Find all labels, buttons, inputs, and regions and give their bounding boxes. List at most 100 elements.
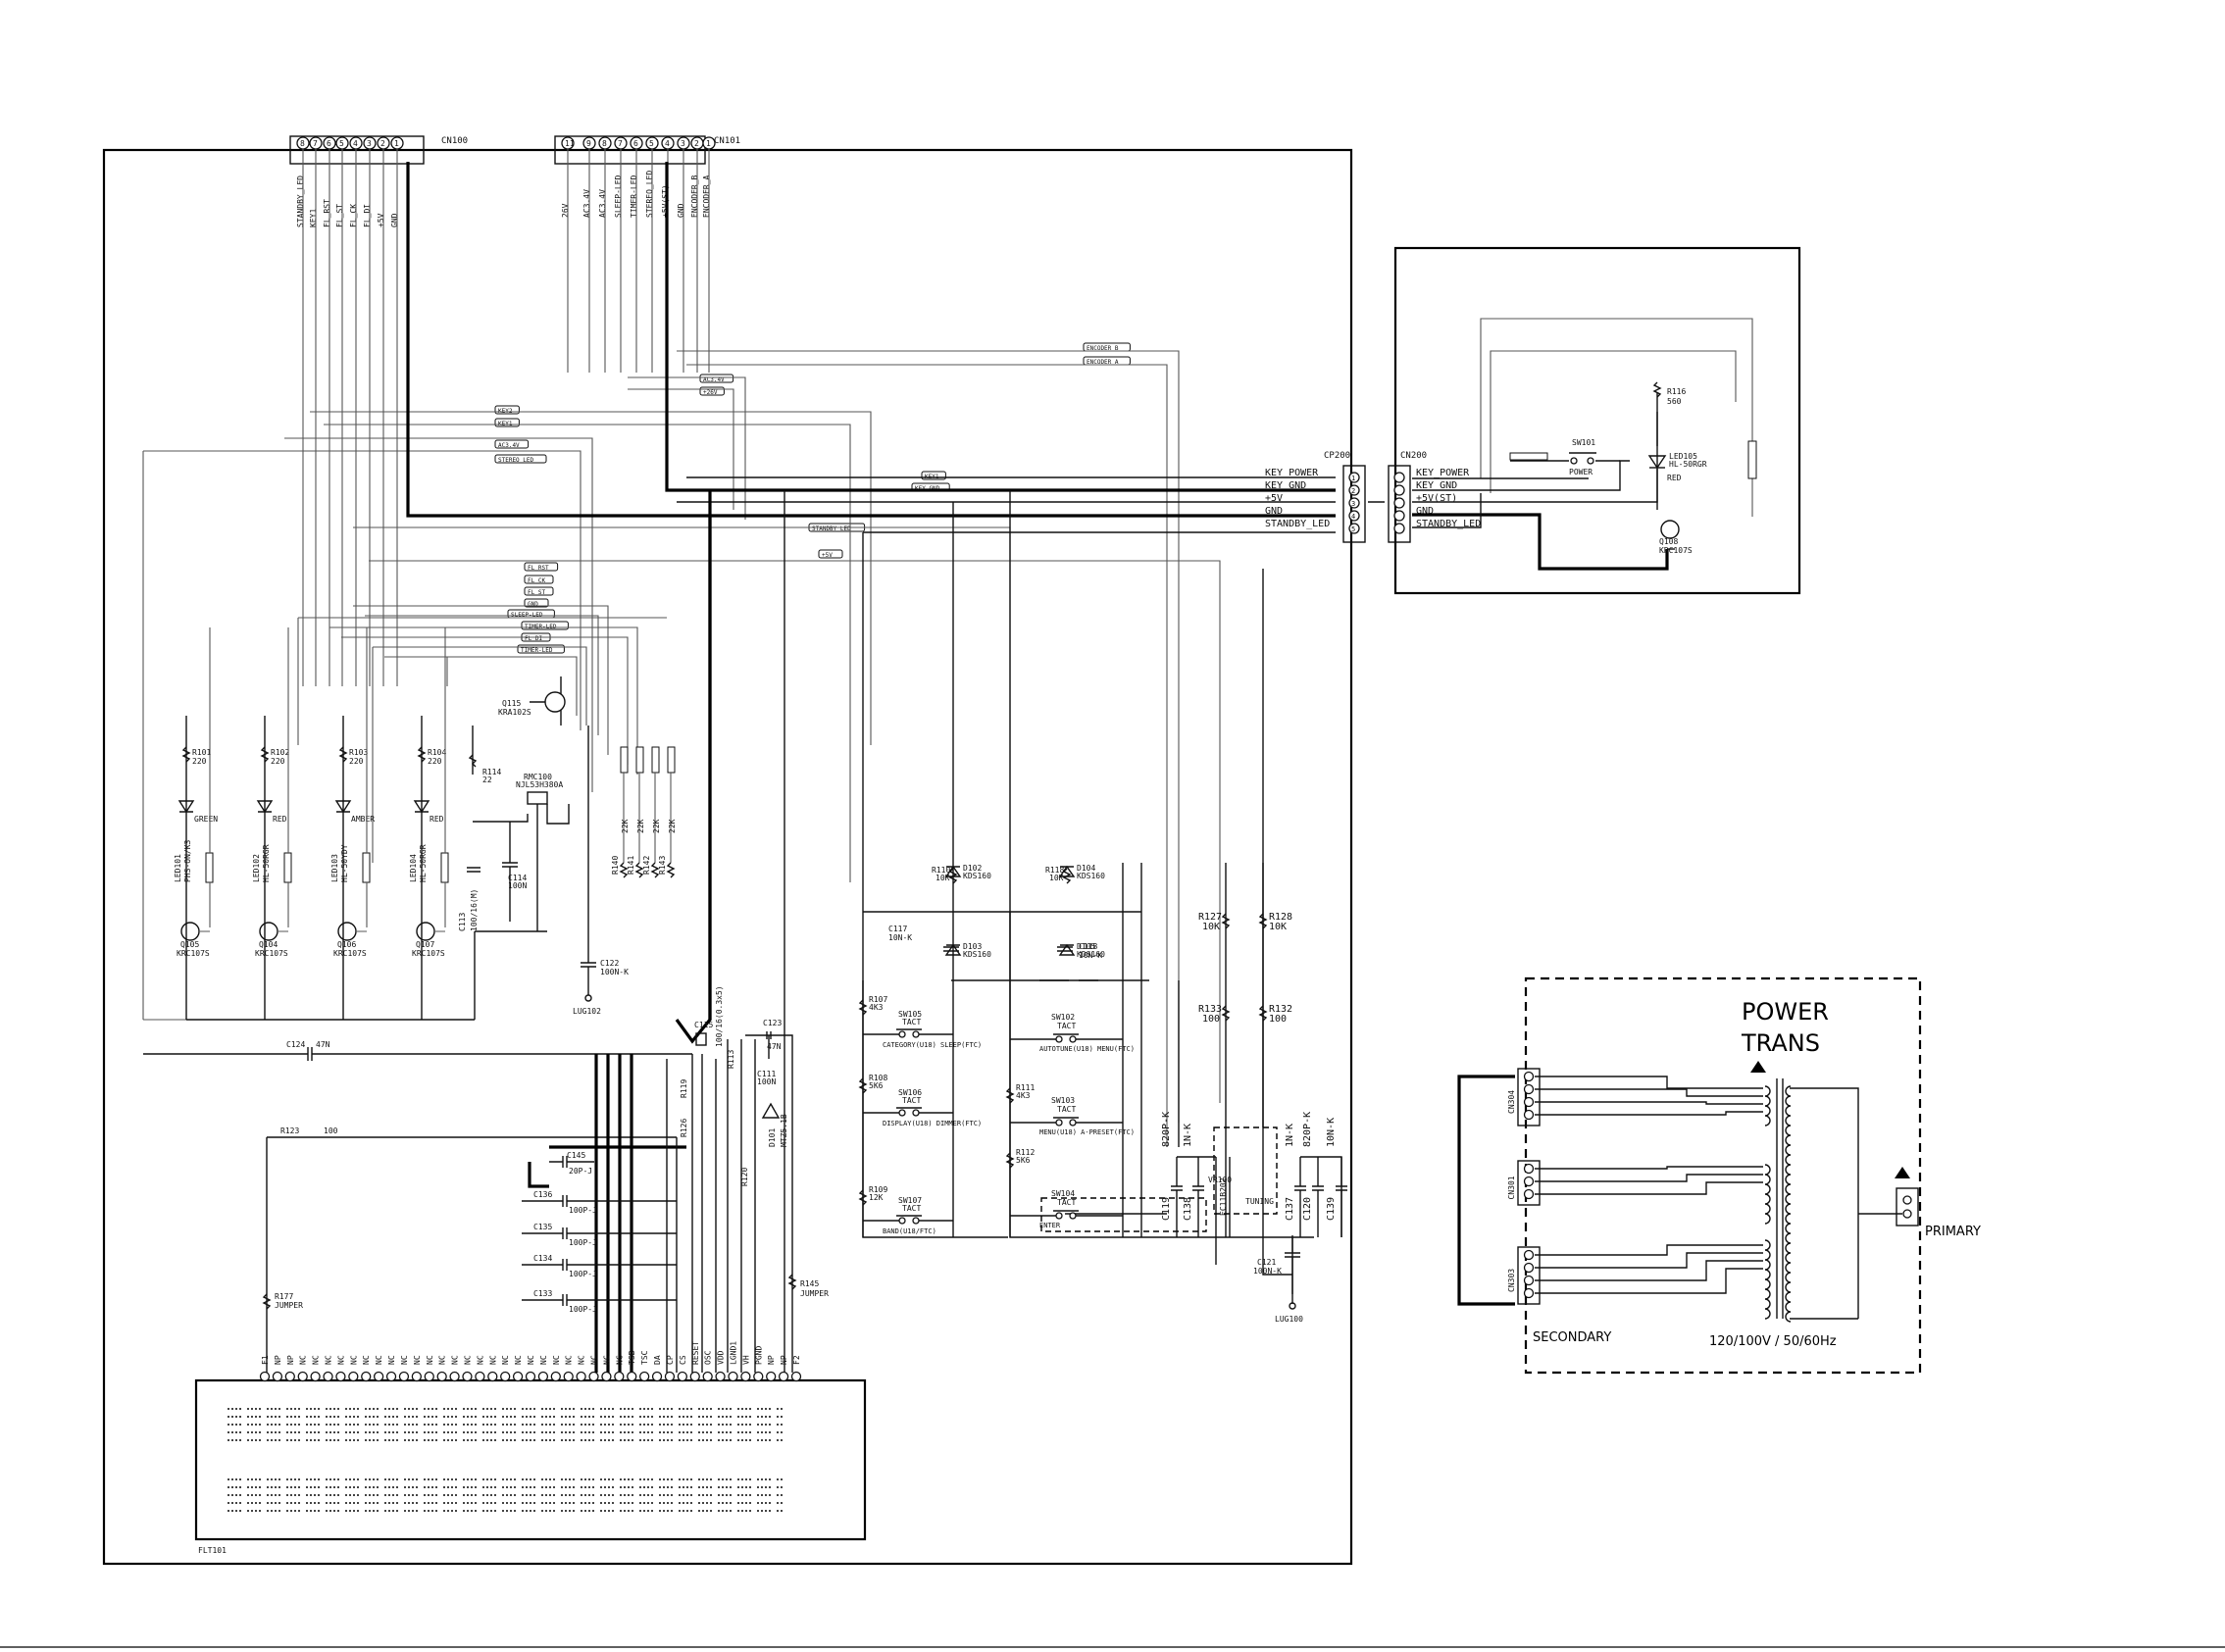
switch-function: AUTOTUNE(U18) MENU(FTC) [1039,1045,1135,1053]
diode-part: KDS160 [963,872,991,880]
flt-pin [449,1371,460,1382]
flt-pin-label: NP [767,1355,776,1365]
led-part: HL-50YDY [340,844,349,882]
pt-connector-pin [1523,1287,1535,1299]
diode-part: KDS160 [1077,950,1105,959]
flt-pin-label: NC [552,1355,561,1365]
resistor-symbol [666,862,676,878]
flt-pin [297,1371,308,1382]
cn100-signal: +5V [377,213,385,227]
flt-pin-label: NC [501,1355,510,1365]
switch-contact [1055,1212,1063,1220]
power-supply-block: C115 100/16(0.3x5) C123 47N C111 100N D1… [680,985,793,1373]
resistor-symbol [858,1189,868,1206]
sw-resistor-value: 5K6 [869,1081,884,1090]
flt-pin [689,1371,700,1382]
pt-connector-pin [1523,1275,1535,1286]
r119-ref: R119 [680,1079,688,1098]
transistor-icon [416,922,435,941]
cn100-label: CN100 [441,136,468,146]
led-ref: LED102 [252,854,261,882]
bus-tag-label: AC3.4V [498,442,520,449]
flt-pin-label: F2 [792,1355,801,1365]
small-cap-symbol [522,1195,677,1207]
flt-pin-label: LGND1 [729,1341,737,1365]
cn100-signal: KEY1 [309,209,318,227]
enc-cap-symbol [1171,1157,1183,1237]
flt-pin [576,1371,586,1382]
c122-value: 100N-K [600,968,629,976]
small-cap-symbol [549,1156,594,1168]
secondary-label: SECONDARY [1533,1330,1611,1345]
cp200-pin [1348,497,1360,509]
key-resistor-ref: R110 [932,866,950,875]
cn200-signal: +5V(ST) [1416,493,1457,504]
flt-pin [766,1371,777,1382]
flt-pin [487,1371,498,1382]
main-board-outline [102,148,1353,1566]
switch-function: CATEGORY(U18) SLEEP(FTC) [883,1041,982,1049]
enc-cap-value: 1N-K [1285,1124,1295,1147]
fl-resistor-ref: R141 [627,856,635,875]
pt-connector-pin [1523,1163,1535,1175]
flt-pin [664,1371,676,1382]
c113-value: 100/16(M) [470,889,479,931]
pt-connector-pin [1523,1109,1535,1121]
pt-connector-pin [1523,1176,1535,1187]
resistor-symbol [1005,1152,1015,1169]
flt-pin-label: RESET [691,1341,700,1365]
bus-tag-box [494,454,547,464]
enc-cap-ref: C137 [1285,1197,1295,1221]
c124-line: C124 47N R123 100 R177 JUMPER [143,1040,692,1373]
switch-type: TACT [902,1018,921,1026]
fl-resistor-value: 22K [621,819,630,833]
enc-cap-ref: C138 [1183,1197,1193,1221]
switch-ref: SW107 [898,1196,922,1205]
pt-connector-body [1517,1160,1541,1206]
flt-pin [651,1371,663,1382]
enc-resistor-ref: R132 [1269,1004,1292,1015]
r123-ref: R123 [280,1126,299,1135]
switch-contact [1069,1212,1077,1220]
encoder-ref: EC11B202 [1219,1177,1228,1216]
flt-pin [361,1371,372,1382]
led-ref: LED103 [330,854,339,882]
switch-function: DISPLAY(U18) DIMMER(FTC) [883,1120,982,1127]
q115: Q115 KRA102S [498,676,566,726]
flt-pin-label: NC [375,1355,383,1365]
switch-line [863,1215,953,1222]
diode-ref: D103 [963,942,982,951]
flt-pin-label: DA [653,1355,662,1365]
q115-ref: Q115 [502,699,521,708]
switch-contact [1069,1035,1077,1043]
flt-pin [601,1371,612,1382]
pt-connector-wire [1535,1252,1763,1269]
c111-value: 100N [757,1077,776,1086]
switch-function: MENU(U18) A-PRESET(FTC) [1039,1128,1135,1136]
led-resistor-ref: R103 [349,748,368,757]
led-resistor-value: 220 [271,757,285,766]
cn101-signal: GND [677,203,685,218]
diode-icon [1058,865,1076,877]
cp200-pin [1348,472,1360,483]
flt-pin [537,1371,549,1382]
fl-tag [635,746,644,774]
transistor-icon [259,922,278,941]
secondary-bracket [1457,1075,1515,1306]
c121-ref: C121 [1257,1258,1276,1267]
key-cap-ref: C117 [888,925,907,933]
small-cap-value: 100P-J [569,1305,597,1314]
flt-pin-label: CS [679,1355,687,1365]
small-cap-ref: C136 [533,1190,552,1199]
key-cap-ref: C118 [1079,942,1097,951]
flt-pin-label: NC [387,1355,396,1365]
flt-pin [512,1371,524,1382]
led-tag [283,852,292,883]
cn101-label: CN101 [714,136,740,146]
flt-pin-label: NC [488,1355,497,1365]
flt-pin-label: NC [451,1355,460,1365]
fl-resistor-value: 22K [636,819,645,833]
power-trans-title: POWER [1742,998,1829,1026]
pt-connector-wire [1535,1174,1763,1182]
flt-pin [272,1371,283,1382]
